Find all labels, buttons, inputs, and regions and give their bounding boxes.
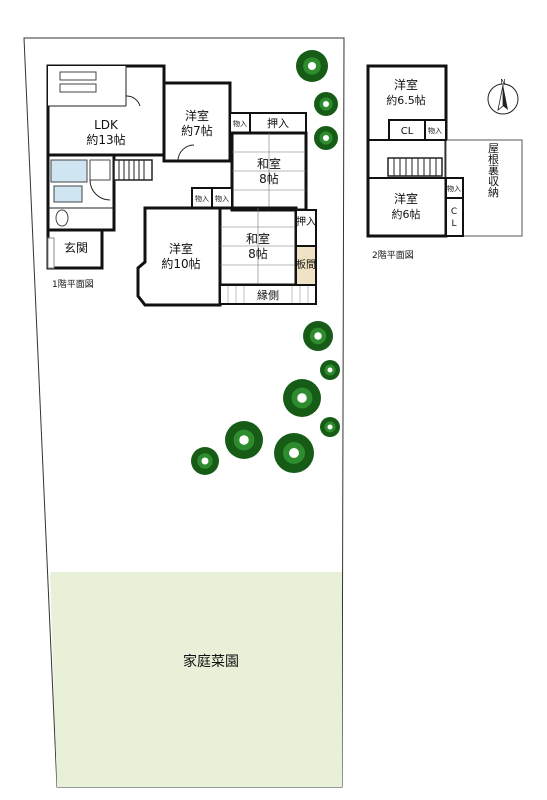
- svg-text:L: L: [451, 219, 456, 229]
- svg-text:和室: 和室: [257, 156, 281, 171]
- tree-icon: [314, 92, 338, 116]
- floor2-caption: 2階平面図: [372, 250, 414, 261]
- svg-text:和室: 和室: [246, 231, 270, 246]
- attic-label: 屋根裏収納: [487, 142, 500, 198]
- svg-text:洋室: 洋室: [394, 77, 418, 92]
- svg-text:物入: 物入: [428, 126, 442, 135]
- svg-text:物入: 物入: [195, 194, 209, 203]
- tree-icon: [303, 321, 333, 351]
- svg-text:約13帖: 約13帖: [86, 132, 125, 147]
- svg-text:N: N: [500, 78, 505, 86]
- tree-icon: [225, 421, 263, 459]
- svg-text:縁側: 縁側: [257, 288, 279, 302]
- tree-icon: [296, 50, 328, 82]
- svg-text:約10帖: 約10帖: [161, 256, 200, 271]
- svg-text:約6.5帖: 約6.5帖: [386, 93, 426, 107]
- svg-text:物入: 物入: [233, 119, 247, 128]
- stairs-1f: [113, 159, 153, 181]
- garden-area: [50, 572, 342, 787]
- north-arrow-icon: N: [487, 78, 519, 115]
- svg-text:約7帖: 約7帖: [181, 123, 213, 138]
- svg-text:洋室: 洋室: [185, 108, 209, 123]
- svg-text:8帖: 8帖: [259, 171, 279, 186]
- svg-text:物入: 物入: [447, 184, 461, 193]
- tree-icon: [320, 417, 340, 437]
- svg-text:物入: 物入: [215, 194, 229, 203]
- tree-icon: [320, 360, 340, 380]
- svg-text:LDK: LDK: [94, 118, 119, 132]
- svg-text:押入: 押入: [296, 215, 316, 228]
- stairs-2f: [387, 157, 443, 177]
- genkan-label: 玄関: [64, 240, 88, 255]
- svg-text:8帖: 8帖: [248, 246, 268, 261]
- tree-icon: [283, 379, 321, 417]
- floor1-plan: 玄関 洋室 約7帖 物入 押入 和室 8帖 物入 物入 洋室 約10帖: [46, 64, 317, 307]
- garden-label: 家庭菜園: [183, 653, 239, 670]
- tree-icon: [274, 433, 314, 473]
- floor1-caption: 1階平面図: [52, 279, 94, 290]
- trees: [191, 50, 340, 475]
- svg-text:洋室: 洋室: [169, 241, 193, 256]
- svg-text:洋室: 洋室: [394, 191, 418, 206]
- svg-text:板間: 板間: [296, 258, 316, 271]
- svg-text:押入: 押入: [267, 116, 289, 130]
- svg-text:約6帖: 約6帖: [392, 207, 421, 221]
- svg-text:CL: CL: [401, 126, 414, 137]
- floor2-plan: CL 物入 物入 C L 洋室 約6.5帖 洋室 約6帖 屋根裏収納: [366, 64, 523, 238]
- tree-icon: [191, 447, 219, 475]
- svg-text:C: C: [451, 207, 457, 217]
- tree-icon: [314, 126, 338, 150]
